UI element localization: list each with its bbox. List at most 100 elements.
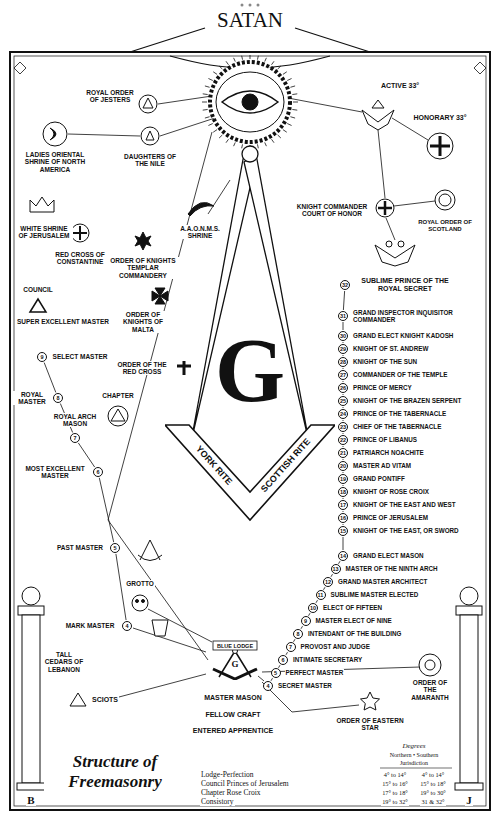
degree-label: PROVOST AND JUDGE bbox=[300, 643, 371, 650]
eye-rays bbox=[241, 144, 243, 148]
degree-chain-line bbox=[331, 574, 333, 577]
eye-rays bbox=[208, 124, 212, 126]
eye-rays bbox=[226, 61, 229, 64]
pillar bbox=[22, 615, 40, 783]
callout-number: 12 bbox=[323, 577, 333, 587]
frame bbox=[10, 52, 490, 810]
emblem bbox=[372, 100, 384, 108]
degree-label: PERFECT MASTER bbox=[285, 669, 345, 676]
pillar bbox=[455, 783, 483, 790]
callout-number: 7 bbox=[286, 642, 296, 652]
leader-line bbox=[160, 118, 215, 136]
all-seeing-eye bbox=[242, 94, 258, 110]
node-outline-part bbox=[165, 425, 335, 520]
degree-label: KNIGHT COMMANDER COURT OF HONOR bbox=[295, 203, 369, 218]
lodge-banner-text: BLUE LODGE bbox=[217, 643, 253, 649]
callout-number: 26 bbox=[338, 383, 348, 393]
degree-chain-line bbox=[99, 478, 113, 542]
order-label: DAUGHTERS OF THE NILE bbox=[121, 153, 179, 168]
emblem bbox=[378, 201, 392, 215]
leader-line bbox=[208, 180, 230, 214]
degree-label: GRAND INSPECTOR INQUISITOR COMMANDER bbox=[352, 309, 480, 323]
degree-label: PRINCE OF THE TABERNACLE bbox=[352, 410, 480, 417]
degree-label: GRAND MASTER ARCHITECT bbox=[337, 578, 428, 585]
order-label: ROYAL ORDER OF SCOTLAND bbox=[414, 219, 476, 233]
table-cell: Lodge-Perfection bbox=[200, 771, 254, 780]
callout-number: 4 bbox=[263, 681, 273, 691]
node-outline-part bbox=[242, 146, 258, 162]
degree-label: GRAND ELECT KNIGHT KADOSH bbox=[352, 332, 480, 339]
leader-line bbox=[258, 676, 264, 681]
degree-chain bbox=[44, 291, 344, 681]
order-label: ORDER OF EASTERN STAR bbox=[334, 717, 406, 732]
callout-number: 23 bbox=[338, 422, 348, 432]
leader-line bbox=[386, 218, 395, 240]
emblem bbox=[439, 194, 451, 206]
degree-label: INTENDANT OF THE BUILDING bbox=[307, 630, 402, 637]
eye-rays bbox=[226, 139, 229, 142]
emblem bbox=[135, 232, 151, 250]
letter-g: G bbox=[232, 660, 239, 670]
leader-line bbox=[148, 609, 212, 642]
degree-chain-line bbox=[286, 652, 288, 655]
emblem bbox=[50, 128, 56, 140]
degree-label: HONORARY 33° bbox=[413, 114, 468, 122]
degree-chain-line bbox=[343, 433, 344, 434]
degree-chain-line bbox=[343, 322, 344, 330]
pillar-letter: B bbox=[26, 794, 35, 807]
all-seeing-eye bbox=[210, 62, 290, 142]
table-rule bbox=[380, 768, 452, 769]
callout-number: 31 bbox=[338, 311, 348, 321]
emblem bbox=[70, 693, 86, 706]
degree-label: SECRET MASTER bbox=[277, 682, 333, 689]
table-header: Jurisdiction bbox=[399, 760, 429, 767]
degree-label: PAST MASTER bbox=[56, 544, 104, 551]
degree-chain-line bbox=[343, 446, 344, 447]
frame bbox=[10, 52, 490, 810]
node-outline-part bbox=[213, 669, 257, 679]
callout-number: 14 bbox=[338, 551, 348, 561]
table-cell: 15° to 16° bbox=[381, 780, 409, 787]
blue-lodge-emblem: BLUE LODGE G bbox=[208, 640, 262, 680]
roof-lines bbox=[130, 28, 205, 52]
degree-chain-line bbox=[343, 459, 344, 460]
callout-number: 5 bbox=[110, 543, 120, 553]
all-seeing-eye bbox=[210, 62, 290, 142]
degree-chain-line bbox=[343, 511, 344, 512]
callout-number: 15 bbox=[338, 526, 348, 536]
emblem bbox=[111, 409, 125, 421]
degree-label: KNIGHT OF THE BRAZEN SERPENT bbox=[352, 397, 480, 404]
callout-number: 17 bbox=[338, 500, 348, 510]
table-cell: 17° to 18° bbox=[381, 789, 409, 796]
emblem bbox=[398, 241, 404, 247]
degree-chain-line bbox=[44, 363, 56, 393]
eye-rays bbox=[290, 86, 295, 87]
emblem bbox=[132, 595, 148, 611]
callout-number: 6 bbox=[93, 467, 103, 477]
degree-chain-line bbox=[343, 368, 344, 369]
order-label: ORDER OF KNIGHTS OF MALTA bbox=[116, 311, 170, 333]
degree-label: SUBLIME PRINCE OF THE ROYAL SECRET bbox=[354, 277, 456, 293]
all-seeing-eye bbox=[222, 91, 278, 113]
chart-title: Structure of Freemasonry bbox=[44, 752, 186, 791]
dots bbox=[249, 4, 252, 7]
callout-number: 32 bbox=[340, 280, 350, 290]
eye-rays bbox=[290, 117, 295, 118]
eye-rays bbox=[292, 93, 297, 95]
degree-label: MASTER ELECT OF NINE bbox=[315, 617, 393, 624]
degree-label: PRINCE OF LIBANUS bbox=[352, 436, 480, 443]
degree-chain-line bbox=[278, 665, 280, 668]
degree-label: GRAND PONTIFF bbox=[352, 475, 480, 482]
dots bbox=[257, 4, 260, 7]
degree-label: ELECT OF FIFTEEN bbox=[322, 604, 383, 611]
eye-rays bbox=[287, 79, 291, 81]
emblem bbox=[435, 190, 455, 210]
eye-rays bbox=[213, 72, 217, 75]
emblem bbox=[138, 540, 162, 561]
eye-rays bbox=[283, 130, 287, 133]
pillar bbox=[18, 606, 44, 615]
callout-number: 6 bbox=[278, 655, 288, 665]
eye-rays bbox=[202, 102, 207, 103]
leader-line bbox=[119, 674, 206, 697]
eye-rays bbox=[292, 109, 297, 111]
